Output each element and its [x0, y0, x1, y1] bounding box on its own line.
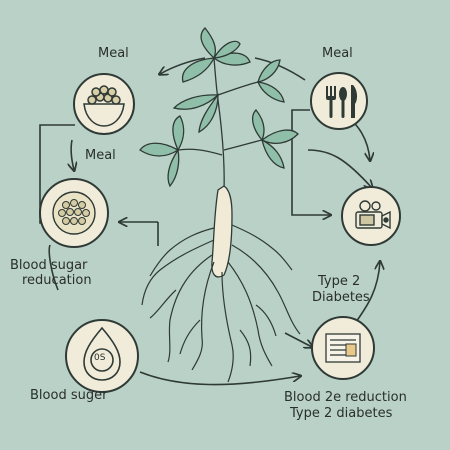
leaf-6 — [198, 93, 219, 134]
report-document-icon — [325, 333, 361, 363]
arc-top-right — [254, 57, 306, 81]
glucose-meter-reading: 0S — [94, 353, 106, 363]
label-blood-sugar-reduction-line1: Blood sugar — [10, 258, 88, 273]
cycle-arrows — [39, 57, 380, 386]
arc-bottom — [139, 371, 300, 386]
arrow-right-diag — [284, 332, 312, 347]
fine-roots — [141, 224, 301, 383]
side-stem-right — [223, 139, 263, 151]
main-stem — [213, 57, 225, 191]
leaf-4 — [212, 40, 241, 59]
node-top-right — [310, 72, 368, 130]
ginseng-plant — [139, 27, 301, 383]
label-blood-reduction-bottom-right: Blood 2e reduction — [284, 390, 407, 405]
side-stem-left — [177, 148, 223, 156]
arc-right-upper — [307, 149, 372, 188]
label-meal-top-right: Meal — [322, 46, 353, 61]
glucose-meter-icon — [83, 326, 121, 381]
leaf-8 — [256, 81, 285, 103]
leaf-9 — [139, 142, 180, 157]
label-type2-diabetes-bottom-right: Type 2 diabetes — [290, 406, 393, 421]
taproot — [211, 185, 233, 278]
arc-left-upper — [71, 139, 74, 170]
video-camera-icon — [355, 200, 391, 230]
leaf-7 — [257, 59, 281, 83]
connector-right-bracket — [291, 109, 330, 215]
leaf-14 — [251, 109, 265, 142]
bowl-of-grains-icon — [83, 85, 125, 127]
fork-spoon-knife-icon — [326, 85, 358, 118]
label-meal-top-left: Meal — [98, 46, 129, 61]
leaf-11 — [172, 115, 185, 152]
leaf-10 — [167, 148, 180, 188]
arc-top-left — [160, 57, 206, 74]
leaf-13 — [261, 138, 285, 169]
leaf-5 — [172, 94, 220, 110]
leaf-12 — [260, 129, 299, 145]
arc-left-lower — [48, 244, 59, 291]
leaf-2 — [181, 57, 216, 83]
label-meal-mid-left: Meal — [85, 148, 116, 163]
label-type2-diabetes-line2: Diabetes — [312, 290, 370, 305]
leaves — [139, 27, 299, 188]
grain-plate-icon — [52, 191, 96, 235]
label-blood-suger: Blood suger — [30, 388, 108, 403]
label-type2-diabetes-line1: Type 2 — [318, 274, 361, 289]
arc-right-lower — [355, 262, 380, 323]
leaf-stem-right — [217, 81, 259, 96]
label-blood-sugar-reduction-line2: reducation — [22, 273, 92, 288]
leaf-1 — [200, 27, 217, 60]
